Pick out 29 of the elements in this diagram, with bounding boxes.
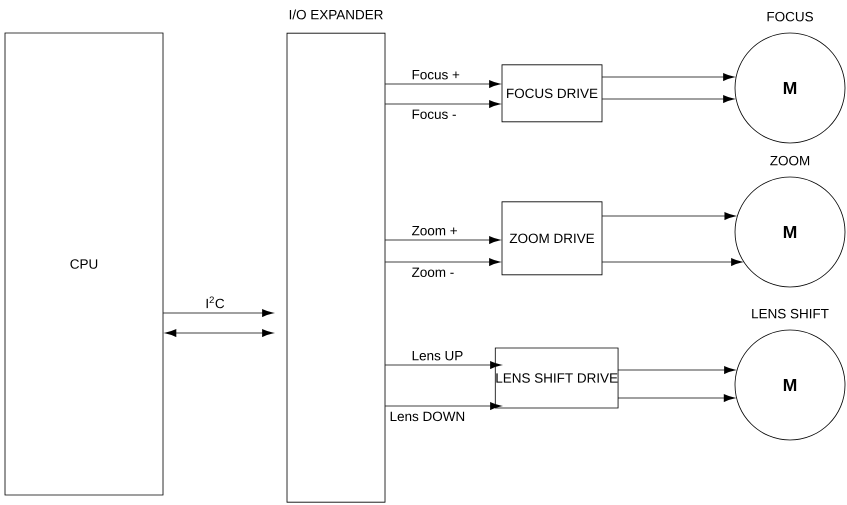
arrow <box>618 366 736 374</box>
motor-label: ZOOM <box>770 156 810 166</box>
arrow <box>385 236 500 244</box>
edge-label: Focus + <box>412 70 460 80</box>
drive-box: LENS SHIFT DRIVE <box>494 348 618 408</box>
drive-box: FOCUS DRIVE <box>502 64 602 122</box>
arrow <box>385 258 500 266</box>
motor-label: FOCUS <box>768 12 813 22</box>
edge-label: Zoom + <box>412 226 457 236</box>
arrow <box>602 258 742 266</box>
arrow <box>385 80 500 88</box>
box-heading: I/O EXPANDER <box>290 10 383 20</box>
edge-label: Lens UP <box>412 351 463 360</box>
arrow <box>602 95 734 103</box>
cpu-box: CPU <box>4 32 164 496</box>
arrow <box>385 402 502 410</box>
arrow <box>163 309 274 317</box>
arrow <box>602 73 734 81</box>
edge-label: I$^{2}$C <box>206 296 224 308</box>
edge-label: Lens DOWN <box>390 412 464 422</box>
arrow <box>602 212 736 220</box>
edge-label: Focus - <box>412 110 456 119</box>
arrow <box>385 361 502 369</box>
arrow <box>164 329 274 337</box>
arrow <box>618 394 736 402</box>
drive-box: ZOOM DRIVE <box>502 201 602 276</box>
motor-label: LENS SHIFT <box>752 308 829 318</box>
arrow <box>385 100 500 108</box>
edge-label: Zoom - <box>412 268 454 277</box>
